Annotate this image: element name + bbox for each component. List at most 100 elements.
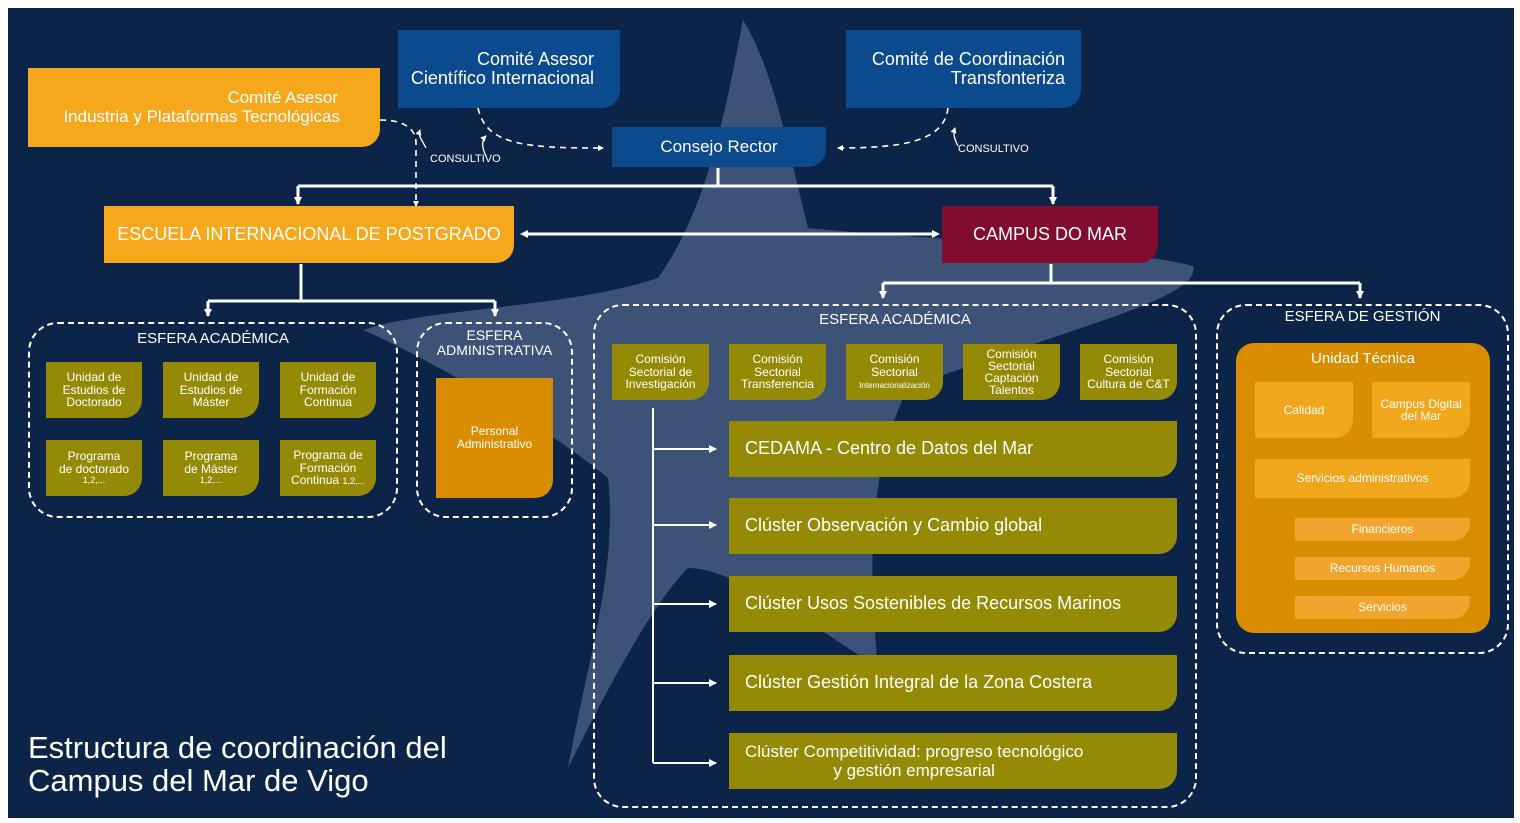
unidad-master-line1: Unidad de <box>183 369 239 384</box>
comite-transfronteriza-line1: Comité de Coordinación <box>871 48 1065 69</box>
escuela-postgrado-box: ESCUELA INTERNACIONAL DE POSTGRADO <box>104 206 514 263</box>
consultative-connectors <box>379 107 949 207</box>
diagram-title: Estructura de coordinación del Campus de… <box>28 730 447 798</box>
esfera-administrativa-title: ESFERA ADMINISTRATIVA <box>416 328 573 357</box>
unidad-master-line2: Estudios de <box>179 382 243 397</box>
cluster-competitividad-box: Clúster Competitividad: progreso tecnoló… <box>729 733 1177 789</box>
comision-cultura-line1: Comisión <box>1103 351 1154 366</box>
comision-cultura-line2: Sectorial <box>1105 364 1152 379</box>
esfera-gestion-title: ESFERA DE GESTIÓN <box>1284 308 1441 325</box>
diagram-title-line1: Estructura de coordinación del <box>28 730 447 765</box>
esfera-academica-center-title: ESFERA ACADÉMICA <box>819 311 971 328</box>
financieros-label: Financieros <box>1351 522 1414 537</box>
programa-master-line2: de Máster <box>184 462 238 477</box>
cluster-observacion-label: Clúster Observación y Cambio global <box>745 515 1043 536</box>
comision-investigacion-line1: Comisión <box>635 351 686 366</box>
comision-talentos-line3: Captación <box>984 371 1039 385</box>
recursos-humanos-label: Recursos Humanos <box>1329 561 1436 576</box>
diagram-canvas: Comité Asesor Industria y Plataformas Te… <box>8 8 1514 818</box>
comision-internacionalizacion-line1: Comisión <box>869 351 920 366</box>
comision-transferencia-line3: Transferencia <box>741 377 814 392</box>
campus-digital-line2: del Mar <box>1400 409 1441 423</box>
programa-formacion-line3: Continua <box>291 473 340 488</box>
comision-transferencia-line1: Comisión <box>752 351 803 366</box>
servicios-administrativos-label: Servicios administrativos <box>1296 471 1429 486</box>
comite-industria-line1: Comité Asesor <box>227 88 338 108</box>
esfera-administrativa-title-line1: ESFERA <box>466 327 523 343</box>
programa-master-line1: Programa <box>184 449 238 464</box>
programa-formacion-sub: 1,2,... <box>342 476 365 487</box>
comision-talentos-line4: Talentos <box>989 383 1034 397</box>
unidad-doctorado-line2: Estudios de <box>62 382 126 397</box>
consejo-rector-box: Consejo Rector <box>612 127 826 167</box>
personal-administrativo-line1: Personal <box>470 424 519 439</box>
financieros-box: Financieros <box>1295 518 1470 541</box>
programa-formacion-line2: Formación <box>299 460 357 475</box>
consultivo-label-left: CONSULTIVO <box>430 153 501 165</box>
programa-doctorado-line2: de doctorado <box>58 462 130 477</box>
programa-formacion-line1: Programa de <box>293 447 363 462</box>
servicios-label: Servicios <box>1358 600 1407 615</box>
cluster-usos-label: Clúster Usos Sostenibles de Recursos Mar… <box>745 593 1122 614</box>
comite-industria-box: Comité Asesor Industria y Plataformas Te… <box>28 68 380 147</box>
unidad-formacion-line3: Continua <box>303 395 353 410</box>
programa-master-sub: 1,2,... <box>199 475 223 486</box>
unidad-tecnica-title: Unidad Técnica <box>1311 350 1415 367</box>
cluster-cedama-box: CEDAMA - Centro de Datos del Mar <box>729 421 1177 477</box>
comite-transfronteriza-line2: Transfonteriza <box>950 68 1065 88</box>
esfera-academica-left-frame <box>28 322 398 518</box>
diagram-title-line2: Campus del Mar de Vigo <box>28 762 369 798</box>
cluster-observacion-box: Clúster Observación y Cambio global <box>729 498 1177 554</box>
comision-investigacion-line3: Investigación <box>625 377 696 392</box>
esfera-gestion-frame <box>1216 304 1509 654</box>
comision-transferencia-line2: Sectorial <box>754 364 801 379</box>
unidad-master-line3: Máster <box>192 395 230 410</box>
consejo-rector-label: Consejo Rector <box>660 136 778 156</box>
programa-doctorado-sub: 1,2,... <box>82 475 106 486</box>
comision-cultura-line3: Cultura de C&T <box>1087 377 1170 392</box>
campus-do-mar-box: CAMPUS DO MAR <box>942 206 1158 263</box>
consultivo-label-right: CONSULTIVO <box>958 143 1029 155</box>
escuela-postgrado-label: ESCUELA INTERNACIONAL DE POSTGRADO <box>117 223 501 244</box>
comite-transfronteriza-box: Comité de Coordinación Transfonteriza <box>846 30 1081 108</box>
comision-talentos-line1: Comisión <box>986 347 1037 361</box>
campus-do-mar-label: CAMPUS DO MAR <box>972 223 1127 244</box>
cluster-gestion-costera-box: Clúster Gestión Integral de la Zona Cost… <box>729 655 1177 711</box>
esfera-administrativa-frame <box>416 322 573 518</box>
personal-administrativo-line2: Administrativo <box>456 437 533 451</box>
calidad-label: Calidad <box>1283 402 1325 417</box>
cluster-usos-box: Clúster Usos Sostenibles de Recursos Mar… <box>729 576 1177 632</box>
unidad-formacion-line2: Formación <box>299 382 357 397</box>
cluster-cedama-label: CEDAMA - Centro de Datos del Mar <box>745 438 1034 459</box>
esfera-administrativa-title-line2: ADMINISTRATIVA <box>436 341 553 358</box>
recursos-humanos-box: Recursos Humanos <box>1295 557 1470 580</box>
comite-cientifico-box: Comité Asesor Científico Internacional <box>398 30 620 108</box>
comite-cientifico-line1: Comité Asesor <box>476 48 594 69</box>
comision-investigacion-line2: Sectorial de <box>628 364 693 379</box>
comision-talentos-line2: Sectorial <box>988 359 1035 373</box>
servicios-box: Servicios <box>1295 596 1470 619</box>
comision-internacionalizacion-line2: Sectorial <box>871 364 918 379</box>
unidad-formacion-line1: Unidad de <box>300 369 356 384</box>
unidad-doctorado-line3: Doctorado <box>66 395 122 410</box>
servicios-administrativos-box: Servicios administrativos <box>1255 459 1470 498</box>
unidad-doctorado-line1: Unidad de <box>66 369 122 384</box>
calidad-box: Calidad <box>1255 382 1353 438</box>
campus-digital-line1: Campus Digital <box>1380 397 1462 411</box>
comite-industria-line2: Industria y Plataformas Tecnológicas <box>63 106 340 126</box>
programa-doctorado-line1: Programa <box>67 449 121 464</box>
esfera-academica-center-frame <box>593 304 1197 808</box>
